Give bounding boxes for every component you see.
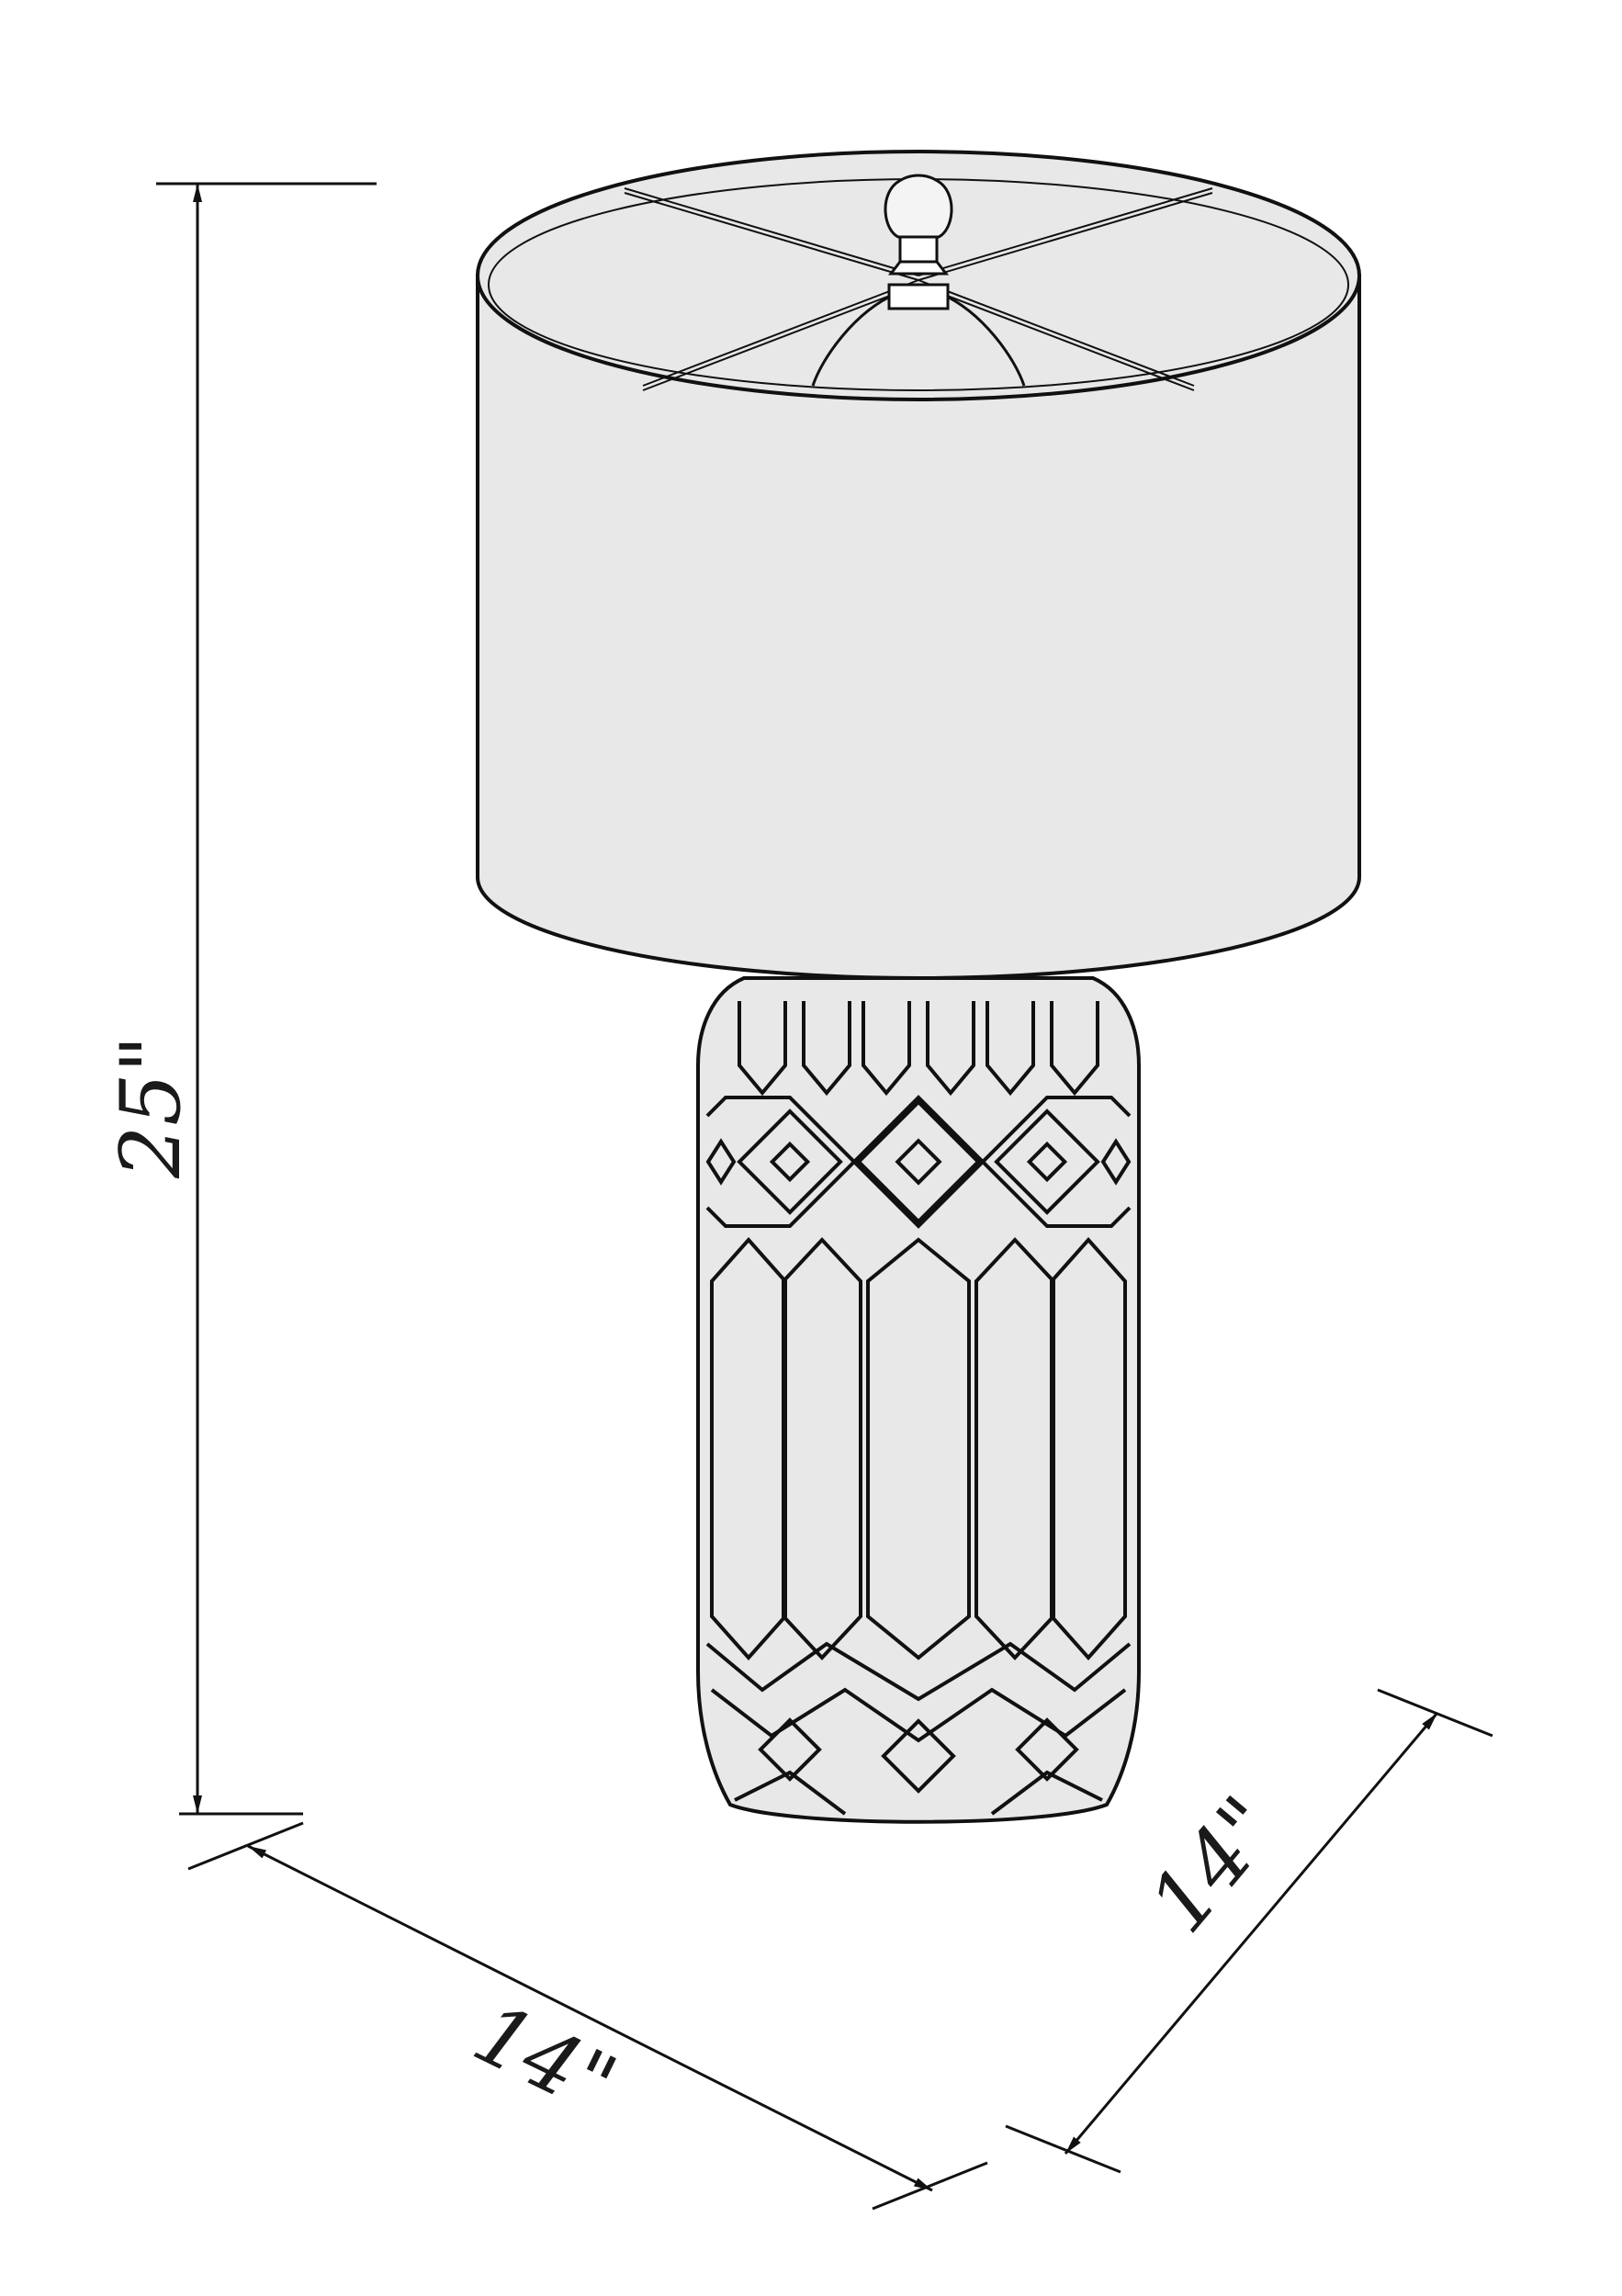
- base-diamond-inner: [895, 1138, 942, 1186]
- base-top-chevron: [986, 1001, 1035, 1097]
- height-label: 25": [103, 1035, 199, 1179]
- shade-spider-frame: [624, 187, 1213, 391]
- width-label: 14": [459, 1985, 630, 2134]
- base-top-chevron: [862, 1001, 911, 1097]
- base-bottom-arc-1: [734, 1770, 847, 1816]
- base-zigzag-top: [705, 1095, 1132, 1165]
- base-top-chevron: [802, 1001, 851, 1097]
- lamp-harp: [811, 283, 1026, 387]
- base-diamond-outer: [994, 1109, 1100, 1215]
- base-side-diamond: [1100, 1138, 1132, 1186]
- base-diamond-outer: [856, 1099, 981, 1224]
- base-geometric-pattern: [705, 1001, 1132, 1816]
- base-diamond-inner: [769, 1141, 811, 1183]
- depth-label: 14": [1131, 1779, 1297, 1951]
- base-top-chevron: [738, 1001, 787, 1097]
- base-hex-panel: [1050, 1236, 1127, 1661]
- finial-icon: [884, 174, 953, 276]
- height-dimension: 25": [103, 182, 377, 1816]
- base-hex-panel: [782, 1237, 862, 1660]
- base-zigzag-bottom: [705, 1159, 1132, 1229]
- lamp-base: [696, 976, 1141, 1824]
- base-side-diamond: [705, 1138, 737, 1186]
- base-body: [696, 976, 1141, 1824]
- lamp-shade: [476, 150, 1361, 980]
- base-bottom-diamond: [881, 1718, 956, 1794]
- base-top-chevron: [926, 1001, 975, 1097]
- base-diamond-inner: [1026, 1141, 1068, 1183]
- base-top-chevron: [1050, 1001, 1099, 1097]
- base-hex-panel: [866, 1237, 971, 1660]
- width-dimension: 14": [187, 1821, 988, 2211]
- base-diamond-outer: [737, 1109, 843, 1215]
- base-bottom-zigzag-1: [705, 1641, 1132, 1702]
- base-bottom-diamond: [758, 1717, 822, 1782]
